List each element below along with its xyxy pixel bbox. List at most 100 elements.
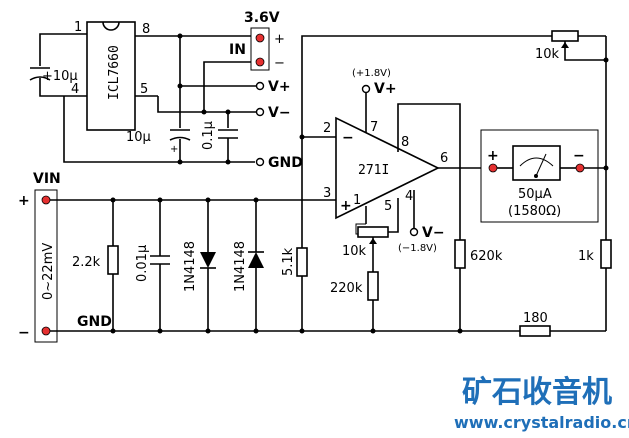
resistor-220k (367, 271, 379, 301)
battery-minus-terminal (255, 57, 265, 67)
resistor-2-2k (107, 245, 119, 275)
pot-10k-offset (357, 226, 389, 238)
watermark-title: 矿石收音机 (462, 375, 612, 410)
resistor-180-label: 180 (523, 311, 548, 326)
wire-gnd-line (63, 96, 255, 163)
resistor-620k-label: 620k (470, 249, 503, 264)
meter-minus-label: − (573, 148, 585, 164)
opamp-pin5: 5 (384, 199, 392, 214)
resistor-220k-label: 220k (330, 281, 363, 296)
junction-d2-gnd (253, 328, 259, 334)
meter-scale-icon (519, 157, 554, 167)
battery-minus-label: − (274, 56, 285, 71)
cap-10u-left-plate2 (29, 76, 51, 81)
input-terminal-block (34, 189, 58, 343)
opamp-pin7: 7 (370, 120, 378, 135)
resistor-1k (600, 239, 612, 269)
pot-fb-wiper-arrow (561, 42, 569, 48)
pot-fb-wiper-lead (564, 41, 606, 61)
junction-vminus-2 (225, 109, 231, 115)
opamp-vminus-terminal (409, 227, 419, 237)
wire-c10-bottom (39, 78, 64, 97)
wire-to-vminus (157, 96, 256, 113)
pot-10k-offset-label: 10k (342, 244, 367, 259)
vplus-terminal (255, 81, 265, 91)
vminus-terminal (255, 107, 265, 117)
battery-plus-terminal (255, 33, 265, 43)
meter-minus-terminal (575, 163, 585, 173)
opamp-pin6: 6 (440, 151, 448, 166)
opamp-pin1: 1 (353, 193, 361, 208)
meter-resistance: (1580Ω) (508, 204, 561, 219)
diode-d2-body (248, 252, 264, 268)
junction-r220-gnd (370, 328, 376, 334)
resistor-180 (519, 325, 551, 337)
input-range-label: 0~22mV (41, 243, 56, 300)
resistor-5-1k-label: 5.1k (281, 247, 296, 276)
watermark-url: www.crystalradio.cn (454, 413, 629, 432)
diode-d1-label: 1N4148 (183, 241, 198, 292)
cap-plus-mark: + (170, 144, 178, 155)
battery-plus-label: + (274, 32, 285, 47)
resistor-1k-label: 1k (578, 249, 594, 264)
meter-rating: 50μA (518, 187, 552, 202)
pot-10k-feedback-label: 10k (535, 47, 560, 62)
junction-gnd-1 (177, 159, 183, 165)
input-plus-terminal (41, 195, 51, 205)
wire-feedback-top (301, 35, 606, 248)
opamp-label: 271I (358, 163, 389, 178)
battery-header (250, 27, 270, 71)
opamp-pin8-lead (397, 103, 461, 240)
battery-in-label: IN (229, 42, 246, 58)
vplus-label: V+ (268, 79, 291, 95)
pot-10k-feedback (551, 30, 579, 42)
gnd-terminal (255, 157, 265, 167)
junction-gnd-2 (225, 159, 231, 165)
cap-vplus-plate2 (169, 136, 191, 141)
junction-d1-gnd (205, 328, 211, 334)
input-plus-label: + (18, 193, 30, 209)
junction-c001-gnd (157, 328, 163, 334)
junction-r51-gnd (299, 328, 305, 334)
battery-voltage: 3.6V (244, 10, 280, 26)
opamp-vminus-label: V− (422, 225, 445, 241)
opamp-pin8: 8 (401, 135, 409, 150)
cap-10u-left-label: +10μ (42, 69, 78, 84)
ic-notch (102, 21, 120, 31)
meter-plus-label: + (487, 148, 499, 164)
ic-pin4-label: 4 (71, 82, 79, 97)
opamp-vplus-terminal (361, 84, 371, 94)
ic-pin8-label: 8 (142, 22, 150, 37)
input-minus-terminal (41, 326, 51, 336)
diode-d1-body (200, 252, 216, 268)
ic-icl7660-body (86, 21, 136, 131)
vin-label: VIN (33, 171, 61, 187)
opamp-pin3: 3 (323, 186, 331, 201)
diode-d2-label: 1N4148 (233, 241, 248, 292)
cap-01u-label: 0.1μ (201, 121, 216, 150)
opamp-plus18-label: (+1.8V) (352, 68, 391, 79)
ic-icl7660-label: ICL7660 (107, 45, 122, 100)
opamp-minus: − (342, 130, 354, 146)
opamp-minus18-label: (−1.8V) (398, 243, 437, 254)
cap-001u-label: 0.01μ (135, 245, 150, 282)
ic-pin5-label: 5 (140, 82, 148, 97)
resistor-2-2k-label: 2.2k (72, 255, 101, 270)
input-minus-label: − (18, 325, 30, 341)
opamp-271i (335, 116, 440, 220)
opamp-pin2: 2 (323, 121, 331, 136)
opamp-pin4: 4 (405, 189, 413, 204)
meter-needle-icon (535, 153, 547, 177)
resistor-620k (454, 239, 466, 269)
meter-plus-terminal (488, 163, 498, 173)
input-gnd-label: GND (77, 314, 112, 330)
wire-c10-top (39, 33, 64, 66)
wire-pot-right (388, 224, 399, 233)
pot-wiper-arrow (369, 238, 377, 244)
meter-pivot-icon (534, 174, 538, 178)
junction-r620-gnd (457, 328, 463, 334)
cap-10u-bottom-label: 10μ (126, 130, 151, 145)
opamp-plus: + (340, 198, 352, 214)
